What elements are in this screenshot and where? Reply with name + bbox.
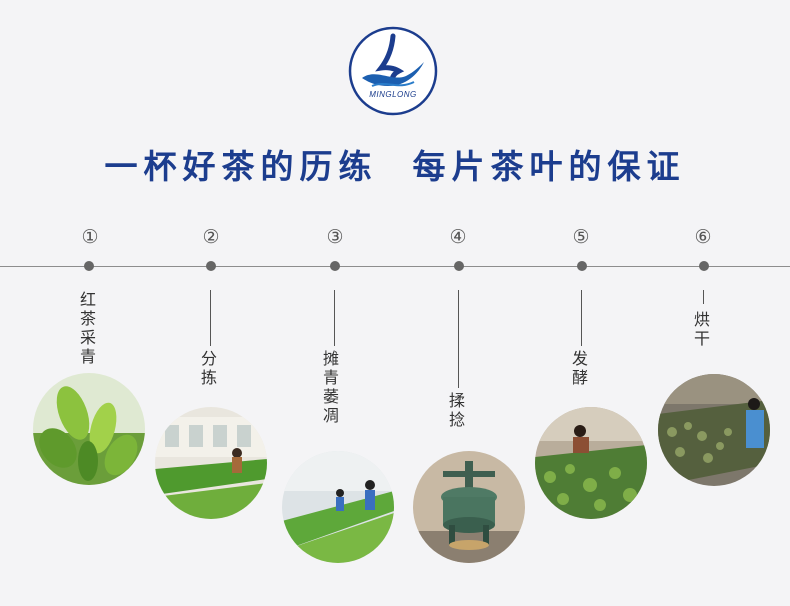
step-2-number: ② — [202, 226, 220, 248]
step-4-number: ④ — [449, 226, 467, 248]
step-6-photo — [658, 374, 770, 486]
slogan-heading: 一杯好茶的历练 每片茶叶的保证 — [104, 147, 686, 186]
step-5-number: ⑤ — [572, 226, 590, 248]
step-6-number: ⑥ — [694, 226, 712, 248]
step-5-photo — [535, 407, 647, 519]
step-4-stem — [458, 290, 459, 388]
step-3-photo — [282, 451, 394, 563]
timeline-line — [0, 266, 790, 267]
step-6-stem — [703, 290, 704, 304]
step-3-label: 摊青萎凋 — [323, 349, 340, 425]
step-3-stem — [334, 290, 335, 346]
step-1-dot — [84, 261, 94, 271]
step-2-stem — [210, 290, 211, 346]
step-1-photo — [33, 373, 145, 485]
step-6-label: 烘干 — [694, 310, 711, 348]
step-5-label: 发酵 — [572, 349, 589, 387]
step-2-photo — [155, 407, 267, 519]
step-4-dot — [454, 261, 464, 271]
step-1-number: ① — [81, 226, 99, 248]
step-2-label: 分拣 — [201, 349, 218, 387]
step-6-dot — [699, 261, 709, 271]
step-3-number: ③ — [326, 226, 344, 248]
step-4-label: 揉捻 — [449, 391, 466, 429]
step-3-dot — [330, 261, 340, 271]
step-4-photo — [413, 451, 525, 563]
step-1-label: 红茶采青 — [80, 290, 97, 366]
minglong-logo: MINGLONG — [348, 26, 438, 116]
step-2-dot — [206, 261, 216, 271]
logo-text: MINGLONG — [369, 90, 417, 99]
step-5-dot — [577, 261, 587, 271]
step-5-stem — [581, 290, 582, 346]
